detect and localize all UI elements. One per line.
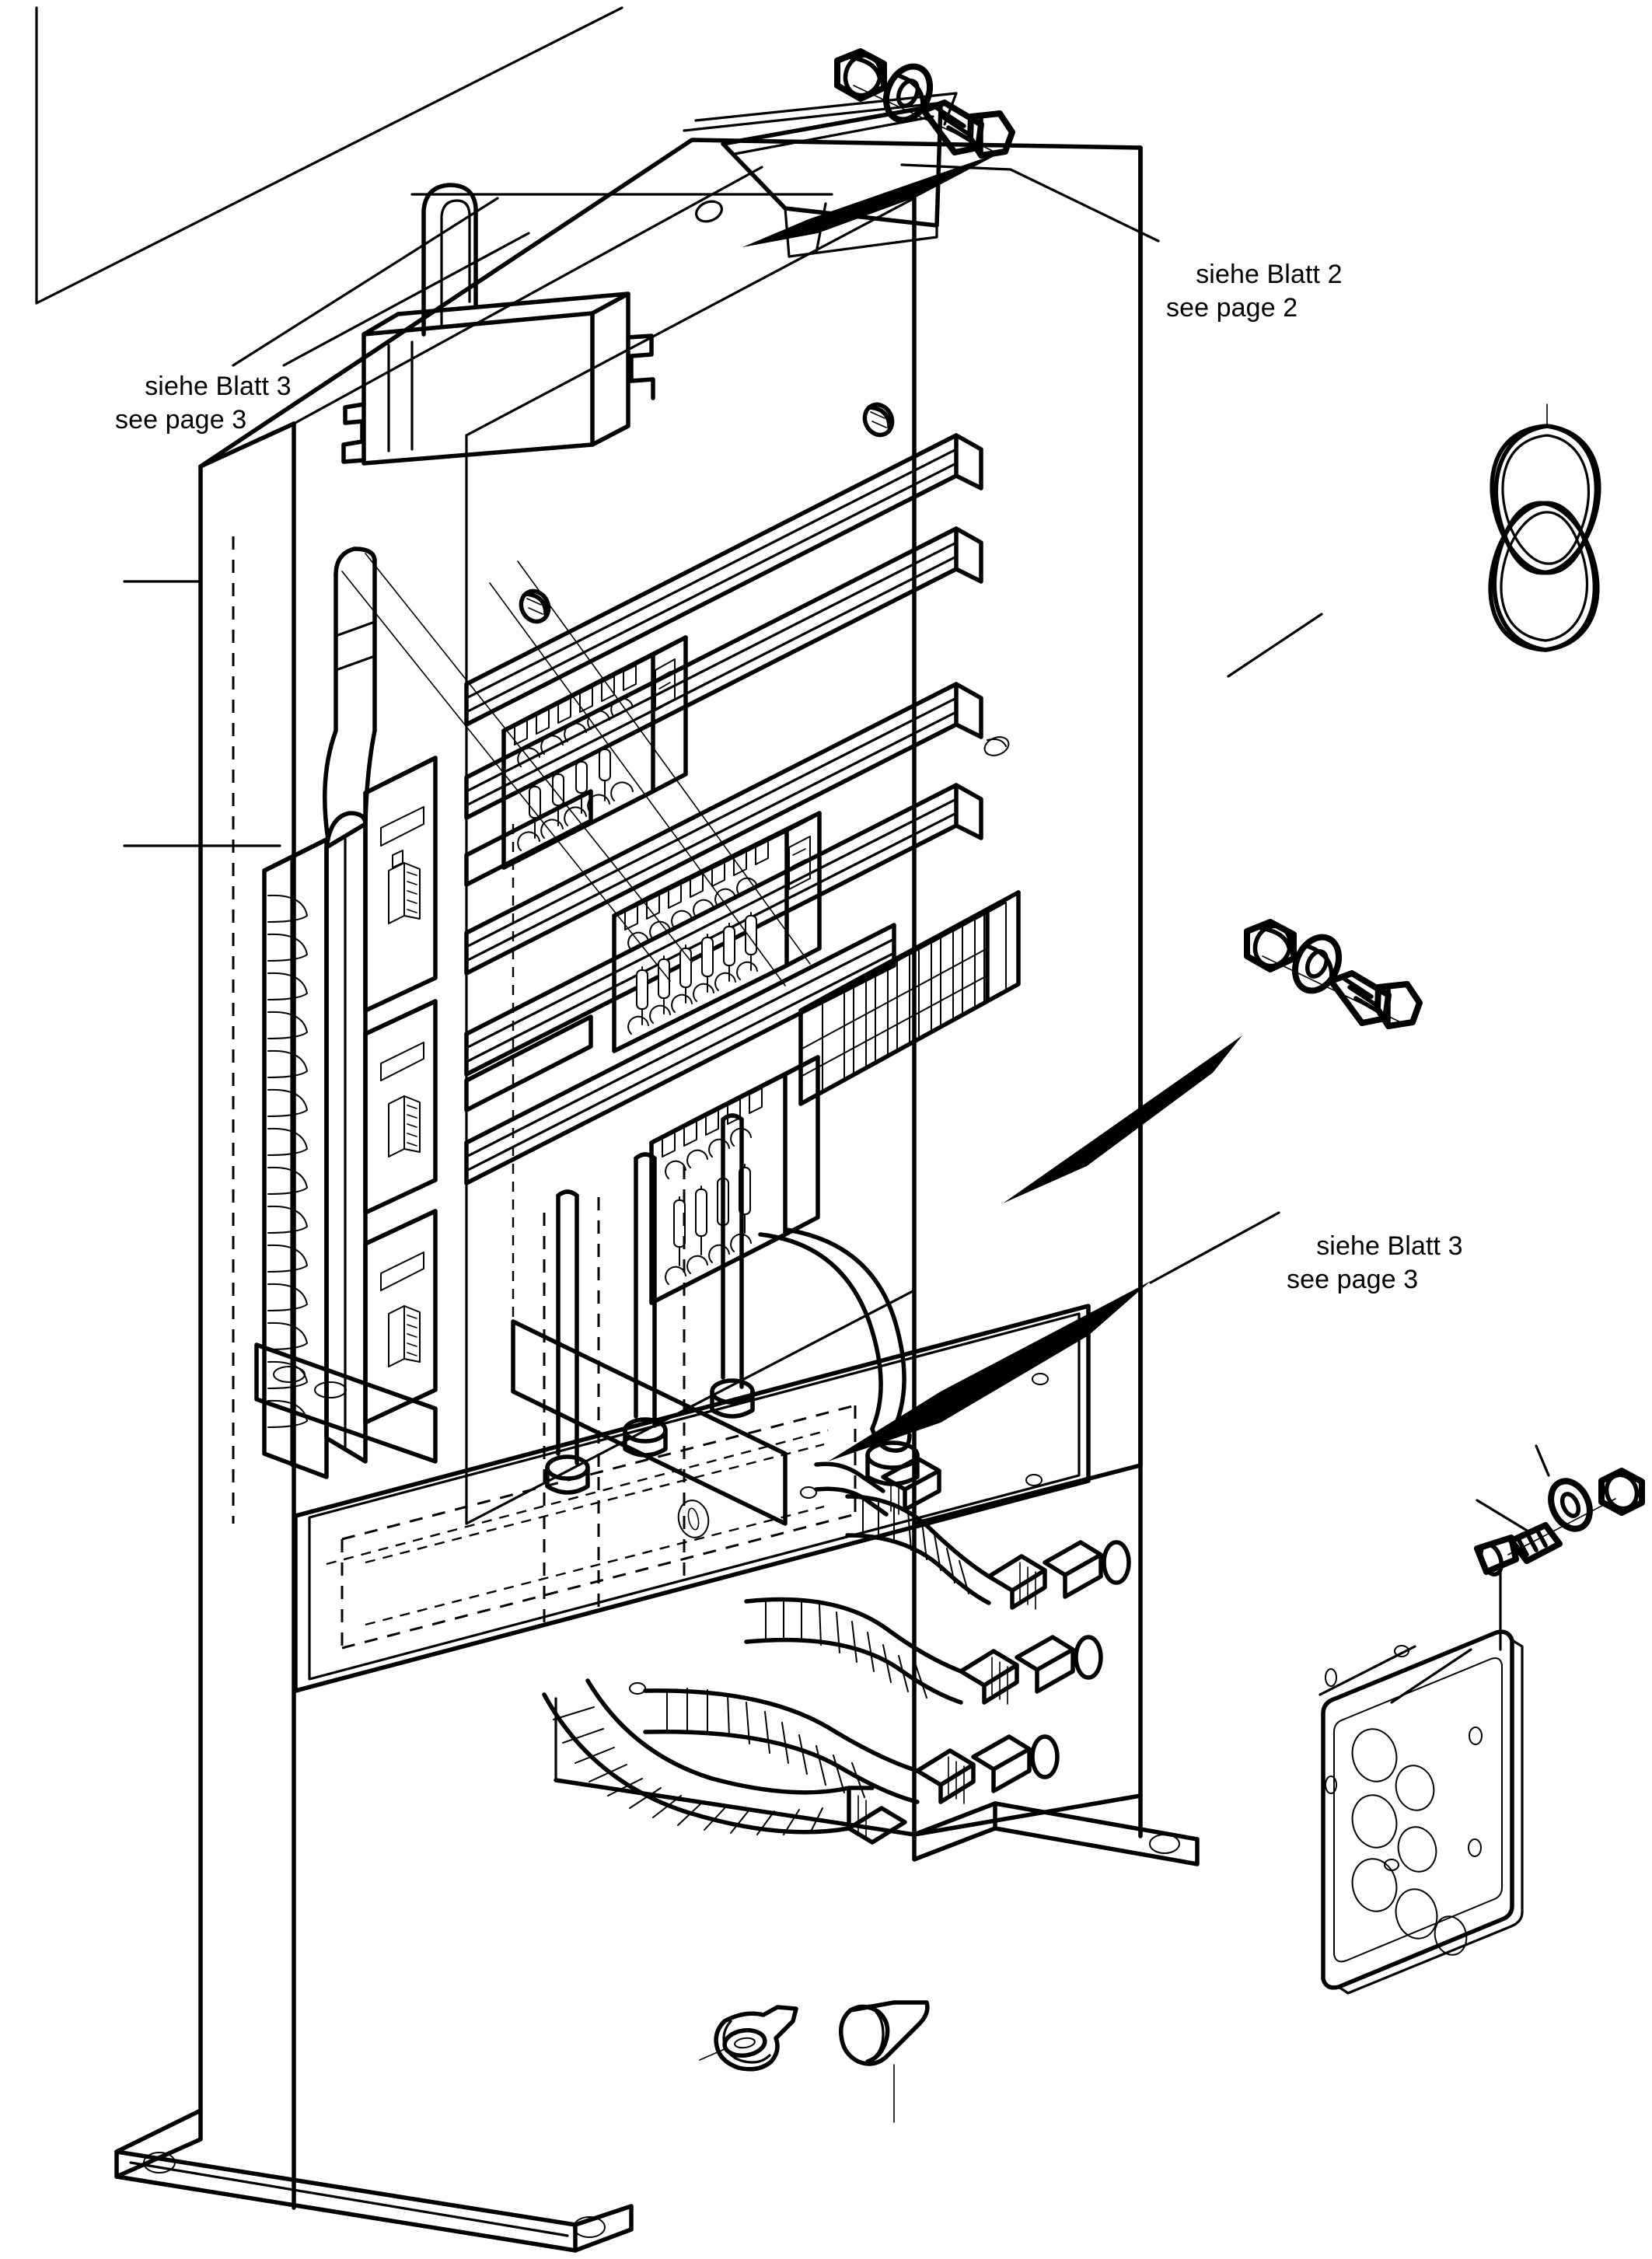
fastener-set-top xyxy=(834,48,1015,159)
terminal-clamp-arcs xyxy=(517,697,634,851)
cable-gland-connector-1 xyxy=(987,1540,1131,1610)
gland-plate-screw-holes xyxy=(1325,1645,1483,1871)
projection-lines xyxy=(341,553,811,986)
heat-sink xyxy=(262,837,329,1479)
spring-washer xyxy=(1291,934,1343,994)
terminal-comb-top-mid xyxy=(624,839,769,930)
callout-line-en: see page 3 xyxy=(1287,1265,1419,1295)
terminal-block-mid xyxy=(612,811,822,1053)
ring-terminal-lug xyxy=(699,2005,798,2072)
hex-nut xyxy=(834,48,887,102)
gland-plate-loose xyxy=(1318,1629,1524,1995)
callout-see-page-3-top: siehe Blatt 3 see page 3 xyxy=(115,336,292,505)
cable-duct xyxy=(323,546,377,1464)
din-rail-1 xyxy=(464,433,983,727)
mounting-foot-left xyxy=(114,2108,634,2253)
drive-module-lower xyxy=(254,1209,438,1464)
ground-studs xyxy=(545,1113,755,1495)
callout-line-de: siehe Blatt 2 xyxy=(1196,259,1343,289)
hex-nut xyxy=(1598,1468,1645,1516)
spring-washer xyxy=(1548,1478,1593,1532)
flexible-conduit-4 xyxy=(542,1678,907,1845)
rail-screw-heads xyxy=(519,402,1010,756)
callout-line-de: siehe Blatt 3 xyxy=(145,371,292,401)
din-rails xyxy=(464,433,983,1185)
conduit-assembly xyxy=(542,1227,1131,1845)
terminal-block-lower xyxy=(649,1055,820,1305)
terminal-comb-top-lower xyxy=(662,1088,763,1157)
heat-sink-fins xyxy=(267,894,308,1428)
cable-gland-connector-2 xyxy=(959,1635,1103,1705)
gland-plate-holes xyxy=(1351,1728,1468,1956)
din-rail-3 xyxy=(464,682,983,976)
cable-gland-connector-5 xyxy=(814,1456,941,1517)
din-rail-2 xyxy=(464,526,983,820)
mounting-foot-right xyxy=(912,1793,1200,1866)
callout-line-en: see page 3 xyxy=(115,405,247,435)
drive-module-mid xyxy=(363,999,438,1215)
callout-leader-lines xyxy=(35,6,1323,1284)
knurled-screw-2 xyxy=(862,402,895,438)
fastener-set-bottom xyxy=(1390,1444,1645,1704)
knurled-screw-1 xyxy=(519,588,551,624)
terminal-clamp-arcs-mid xyxy=(627,877,758,1035)
power-supply-module xyxy=(341,292,655,466)
coiled-cable xyxy=(1488,403,1601,652)
hex-nut xyxy=(1244,919,1297,972)
hex-bolt xyxy=(1474,1522,1563,1576)
wire-ferrule xyxy=(839,2000,930,2123)
drive-module-upper xyxy=(363,756,438,1013)
din-rail-5 xyxy=(464,923,896,1185)
hex-bolt xyxy=(1328,970,1423,1029)
lifting-handle xyxy=(421,183,478,337)
fastener-set-middle xyxy=(1003,919,1423,1203)
callout-see-page-3-right: siehe Blatt 3 see page 3 xyxy=(1287,1196,1463,1365)
terminal-wires-upper xyxy=(529,747,611,839)
fuse-block-array xyxy=(798,890,1021,1106)
fuse-block-cells xyxy=(822,902,1007,1092)
cable-gland-connector-3 xyxy=(915,1734,1060,1804)
din-rail-4 xyxy=(464,783,983,1077)
internal-cable-loop xyxy=(758,1227,920,1486)
callout-see-page-2: siehe Blatt 2 see page 2 xyxy=(1166,224,1343,393)
terminal-clamp-arcs-lower xyxy=(665,1127,752,1285)
callout-line-en: see page 2 xyxy=(1166,293,1298,323)
spring-washer xyxy=(882,63,934,124)
flexible-conduit-3 xyxy=(643,1688,1060,1804)
cable-gland-connector-4 xyxy=(847,1786,907,1845)
terminal-comb-top xyxy=(514,665,637,745)
hidden-construction-lines xyxy=(232,536,829,1632)
hex-bolt xyxy=(920,100,1015,159)
terminal-wires-lower xyxy=(673,1164,751,1266)
flexible-conduit-2 xyxy=(744,1597,1103,1705)
flexible-conduit-1 xyxy=(845,1494,1131,1610)
callout-line-de: siehe Blatt 3 xyxy=(1316,1231,1463,1261)
